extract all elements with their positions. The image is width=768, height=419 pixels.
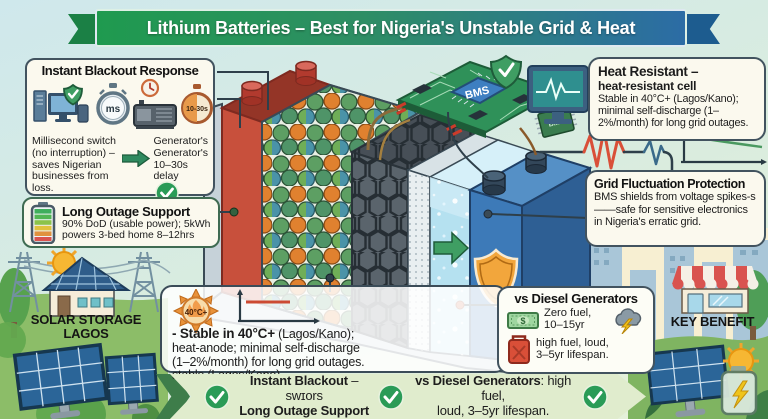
grid-fluctuation-body: BMS shields from voltage spikes-s——safe … bbox=[594, 191, 756, 229]
check-icon bbox=[204, 383, 230, 410]
stability-line2: heat-anode; minimal self-discharge bbox=[172, 340, 360, 355]
heat-sun-icon: 40°C+ bbox=[172, 289, 220, 333]
ion-flow-arrow bbox=[433, 231, 470, 265]
storefront-icon bbox=[672, 266, 759, 314]
ms-badge: ms bbox=[106, 104, 121, 115]
battery-wires bbox=[366, 106, 538, 161]
long-outage-box: Long Outage Support 90% DoD (usable powe… bbox=[22, 197, 220, 248]
stability-line1-bold: - Stable in 40°C+ bbox=[172, 326, 275, 341]
battery-red-casing bbox=[219, 60, 333, 306]
battery-terminal-red-2 bbox=[295, 60, 317, 86]
grid-fluctuation-box: Grid Fluctuation Protection BMS shields … bbox=[585, 170, 766, 247]
diesel-con-text: high fuel, loud, 3–5yr lifespan. bbox=[536, 336, 609, 361]
monitor-waveform-icon bbox=[527, 65, 589, 124]
computer-shield-icon bbox=[33, 83, 89, 123]
check-icon bbox=[378, 383, 404, 410]
battery-terminal-blue bbox=[482, 170, 506, 196]
solar-panel-small bbox=[104, 352, 159, 415]
callout-dot bbox=[483, 209, 493, 219]
stability-callout-box: 40°C+ - Stable in 40°C+ (Lagos/Kano); he… bbox=[160, 285, 507, 382]
callout-dot bbox=[325, 273, 335, 283]
instant-blackout-title: Instant Blackout Response bbox=[41, 63, 199, 78]
title-banner: Lithium Batteries – Best for Nigeria's U… bbox=[95, 9, 687, 47]
money-icon: $ bbox=[507, 312, 539, 329]
temp-badge: 40°C+ bbox=[185, 308, 208, 317]
summary-item-1: Instant Blackout – swɪors Long Outage Su… bbox=[239, 373, 370, 418]
instant-blackout-icons: ms 10-30s bbox=[32, 78, 213, 134]
callout-dot bbox=[229, 207, 239, 217]
bms-circuit-board: BMS bbox=[395, 60, 561, 138]
vs-diesel-box: vs Diesel Generators $ Zero fuel, 10–15y… bbox=[497, 286, 655, 374]
battery-terminal-red bbox=[241, 80, 263, 106]
battery-charge-icon bbox=[720, 366, 758, 416]
millisecond-text: Millisecond switch (no interruption) – s… bbox=[32, 135, 117, 194]
bottom-summary-banner: Instant Blackout – swɪors Long Outage Su… bbox=[170, 374, 646, 419]
stopwatch-delay-icon: 10-30s bbox=[181, 84, 213, 124]
solar-storage-label: SOLAR STORAGE LAGOS bbox=[30, 312, 142, 342]
jerrycan-icon bbox=[508, 335, 530, 364]
stability-text: - Stable in 40°C+ (Lagos/Kano); heat-ano… bbox=[172, 326, 495, 383]
long-outage-title: Long Outage Support bbox=[62, 203, 190, 219]
shield-check-icon bbox=[489, 54, 523, 90]
page-title: Lithium Batteries – Best for Nigeria's U… bbox=[146, 17, 636, 38]
heat-resistant-box: Heat Resistant – heat-resistant cell Sta… bbox=[588, 57, 766, 141]
battery-cutaway bbox=[203, 60, 600, 376]
battery-electrolyte bbox=[428, 139, 540, 357]
stopwatch-ms-icon: ms bbox=[96, 83, 130, 125]
generator-delay-text: Generator's Generator's 10–30s delay bbox=[153, 135, 208, 183]
bms-chip-label: BMS bbox=[464, 84, 491, 102]
heat-resistant-body: Stable in 40°C+ (Lagos/Kano); minimal se… bbox=[598, 93, 749, 130]
stability-line3: (1–2%/month) for long grid outages. bbox=[172, 354, 365, 369]
check-icon bbox=[582, 383, 608, 410]
vs-diesel-title: vs Diesel Generators bbox=[514, 291, 638, 306]
stability-mini-chart bbox=[237, 289, 320, 324]
solar-panel-large bbox=[12, 342, 109, 419]
solar-house bbox=[41, 256, 132, 317]
heat-resistant-subtitle: heat-resistant cell bbox=[598, 79, 697, 93]
stability-line1-rest: (Lagos/Kano); bbox=[274, 327, 355, 341]
delay-badge: 10-30s bbox=[186, 106, 208, 113]
key-benefit-label: KEY BENEFIT bbox=[670, 314, 755, 329]
battery-terminal-blue-2 bbox=[525, 150, 547, 174]
generator-icon bbox=[133, 100, 177, 129]
battery-level-icon bbox=[30, 201, 56, 244]
dollar-symbol: $ bbox=[520, 316, 525, 326]
long-outage-body: 90% DoD (usable power); 5kWh powers 3-be… bbox=[62, 218, 211, 241]
instant-blackout-text: Millisecond switch (no interruption) – s… bbox=[32, 135, 208, 195]
diesel-pro-text: Zero fuel, 10–15yr bbox=[544, 307, 592, 331]
solar-panel-right bbox=[645, 344, 730, 418]
heat-resistant-title: Heat Resistant – bbox=[598, 64, 699, 79]
grid-fluctuation-title: Grid Fluctuation Protection bbox=[594, 177, 746, 191]
comparison-arrow-icon bbox=[122, 150, 151, 167]
storm-cloud-icon bbox=[615, 308, 642, 334]
instant-blackout-box: Instant Blackout Response ms bbox=[25, 58, 215, 205]
tree-left bbox=[0, 268, 30, 328]
summary-item-2: vs Diesel Generators: high fuel, loud, 3… bbox=[415, 373, 572, 418]
clock-icon bbox=[140, 78, 160, 98]
